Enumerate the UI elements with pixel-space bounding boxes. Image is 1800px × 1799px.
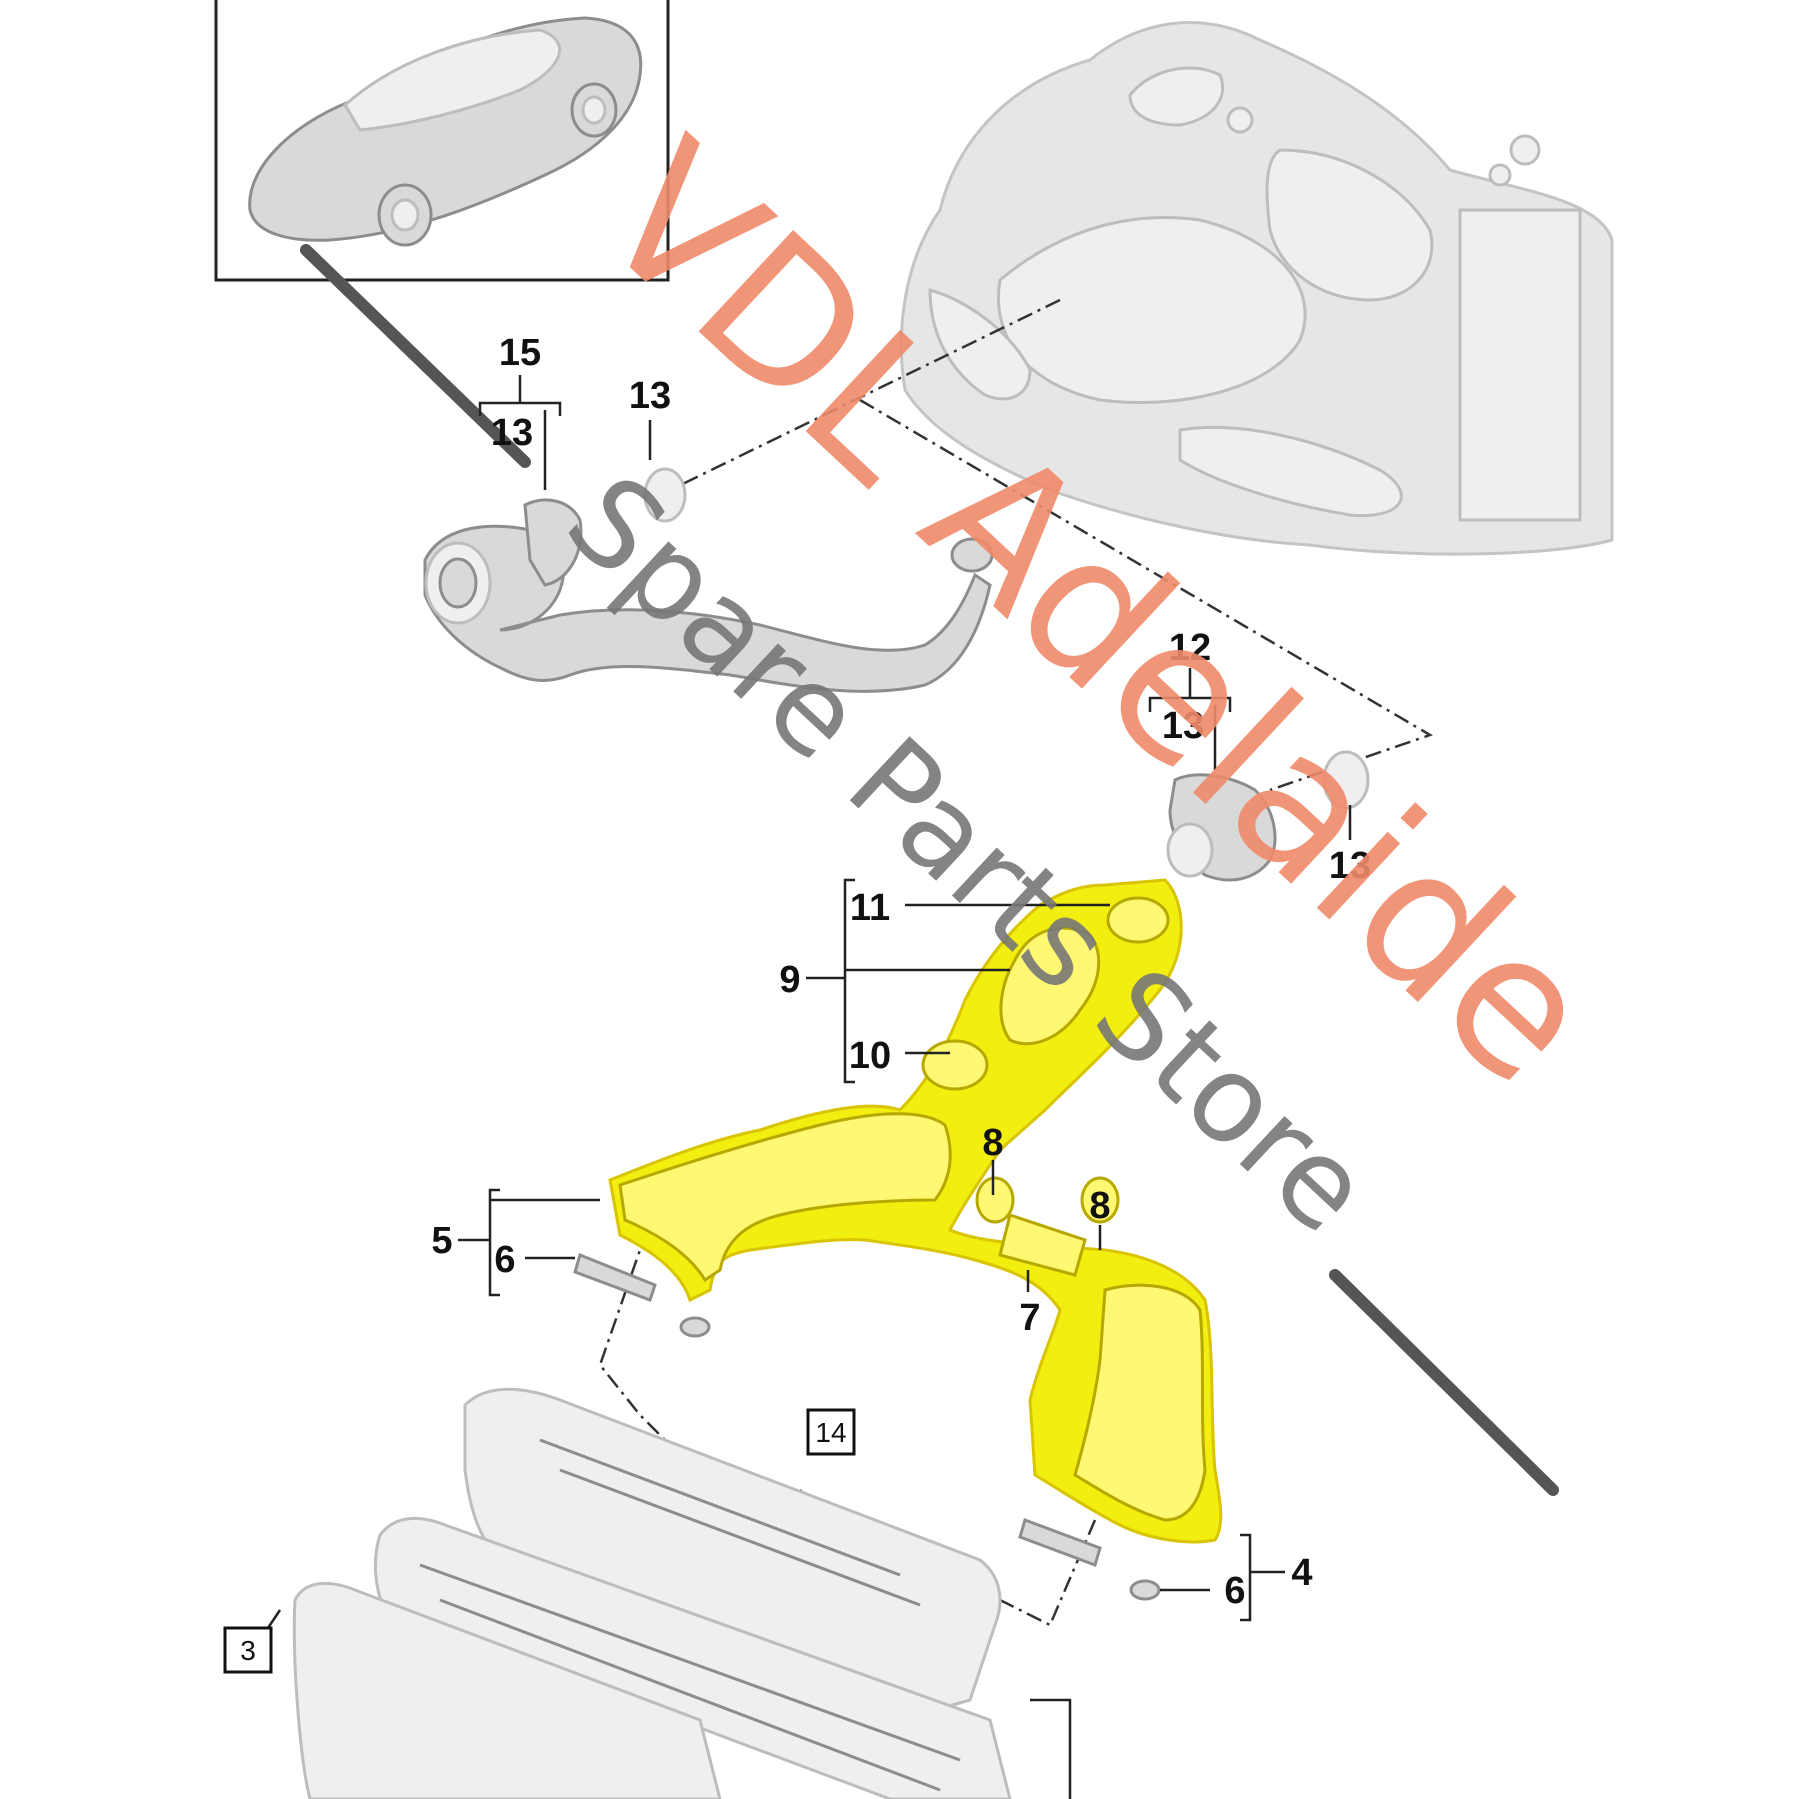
callout-13: 13: [629, 375, 671, 417]
callout-12: 12: [1169, 627, 1211, 669]
callout-10: 10: [849, 1035, 891, 1077]
air-filter-housing: [292, 1387, 1012, 1799]
callout-11: 11: [850, 887, 890, 929]
callout-13: 13: [491, 412, 533, 454]
callout-13: 13: [1329, 845, 1371, 887]
callout-15: 15: [499, 332, 541, 374]
callout-14: 14: [815, 1417, 846, 1448]
callout-8: 8: [1089, 1185, 1110, 1227]
callout-13: 13: [1162, 705, 1204, 747]
callout-6: 6: [494, 1239, 515, 1281]
engine-illustration: [899, 21, 1614, 556]
callout-4: 4: [1291, 1552, 1312, 1594]
highlighted-intake-duct: [608, 878, 1223, 1544]
callout-7: 7: [1019, 1297, 1040, 1339]
callout-3: 3: [240, 1635, 256, 1666]
upper-intake-pipe: [423, 467, 994, 693]
vehicle-thumbnail: [214, 0, 670, 282]
callout-6: 6: [1224, 1570, 1245, 1612]
callout-numbers: 15 13 13 12 13 13 11 9 10 8 8 5 6 7 14 4…: [223, 332, 1371, 1674]
throttle-body: [1166, 750, 1370, 882]
callout-8: 8: [982, 1122, 1003, 1164]
clamps-and-sleeves: [573, 1252, 1161, 1601]
callout-9: 9: [779, 959, 800, 1001]
decorative-strokes: [300, 244, 1559, 1496]
callout-5: 5: [431, 1220, 452, 1262]
